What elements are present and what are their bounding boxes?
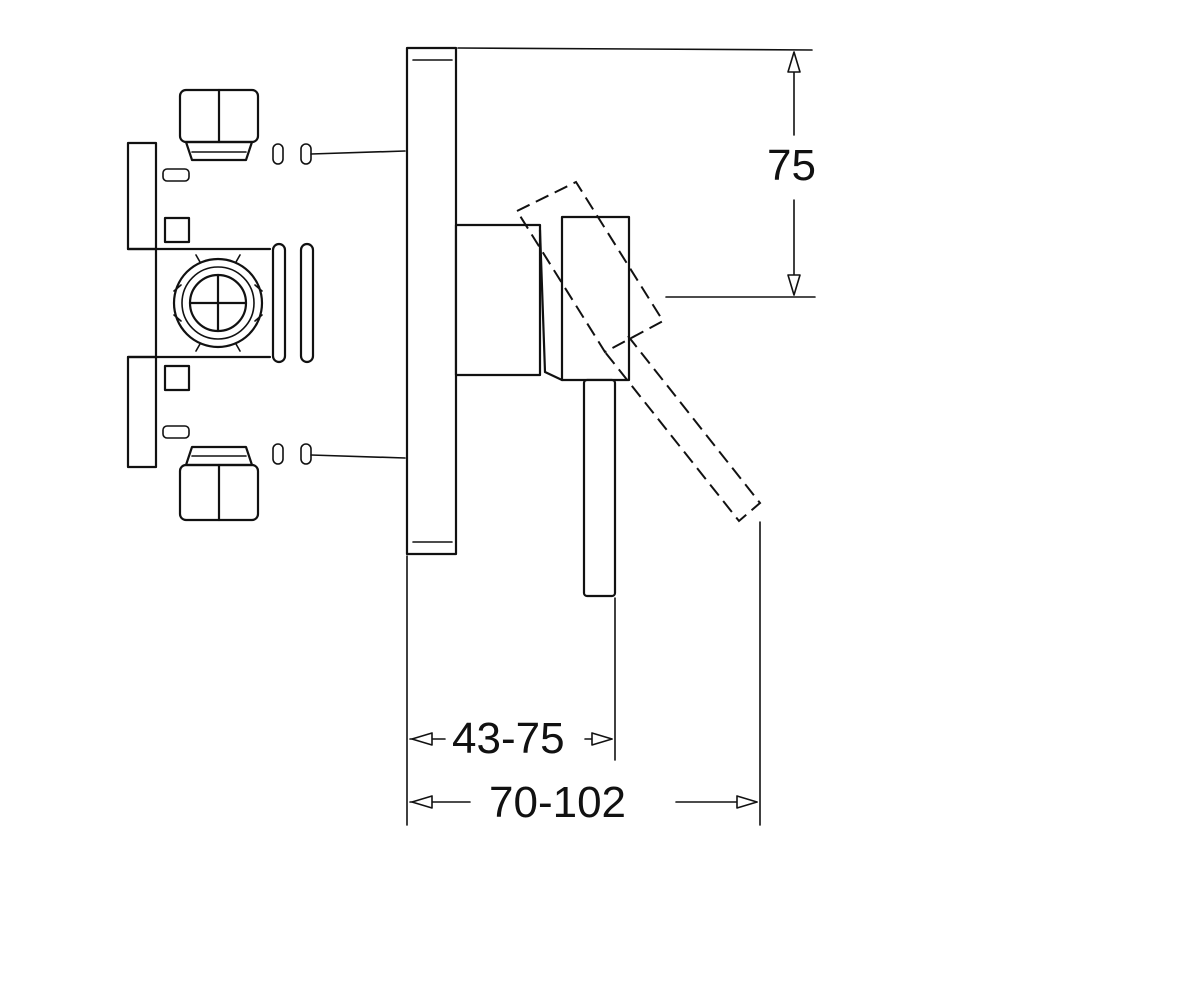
body-band — [126, 247, 272, 359]
height-arrow-bottom — [787, 274, 801, 296]
height-arrow-top — [787, 51, 801, 73]
lower-hex-nut — [178, 445, 260, 522]
rough-in-body — [126, 88, 406, 522]
mixer-housing — [454, 215, 631, 382]
total-depth-label: 70-102 — [489, 778, 626, 827]
capsule-markers — [271, 143, 315, 465]
bracket-tab-1 — [162, 168, 190, 182]
height-dimension: 75 — [457, 47, 816, 298]
connection-line-lower — [310, 454, 406, 459]
lever-handle — [582, 378, 617, 598]
lever-depth-arrow-right — [591, 732, 613, 746]
bracket-tab-4 — [162, 425, 190, 439]
lever-handle-open-position — [515, 180, 762, 523]
bracket-tab-3 — [163, 364, 191, 392]
connection-line-upper — [310, 150, 406, 155]
lever-depth-label: 43-75 — [452, 714, 565, 763]
bracket-plate-upper — [126, 141, 158, 251]
bracket-tab-2 — [163, 216, 191, 244]
threaded-outlet — [172, 254, 264, 352]
height-dimension-label: 75 — [767, 141, 816, 190]
lever-depth-arrow-left — [411, 732, 433, 746]
depth-dimensions: 43-75 70-102 — [406, 521, 761, 827]
bracket-plate-lower — [126, 355, 158, 469]
total-depth-arrow-right — [736, 795, 758, 809]
total-depth-arrow-left — [411, 795, 433, 809]
cover-plate — [405, 46, 458, 556]
upper-hex-nut — [178, 88, 260, 162]
